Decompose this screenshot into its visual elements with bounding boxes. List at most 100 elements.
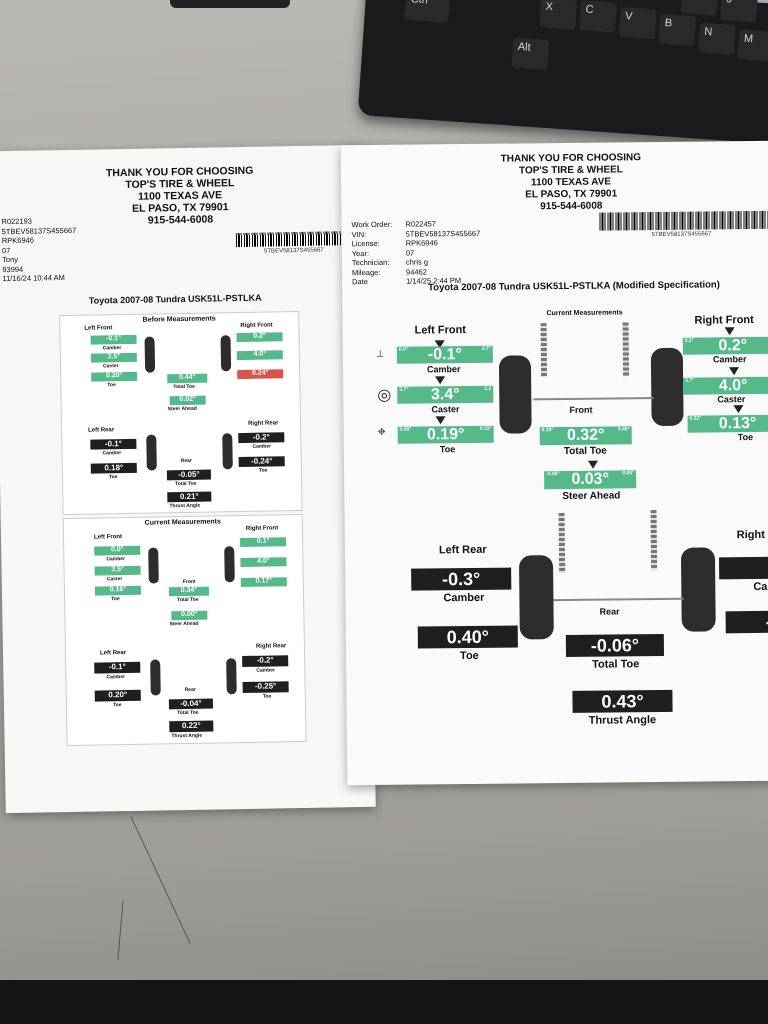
camber-label: Camber	[252, 443, 272, 450]
barcode	[235, 231, 346, 248]
info-label: Technician:	[351, 257, 390, 268]
current-measurements-panel: Current Measurements Left Front Right Fr…	[62, 513, 307, 747]
right-front-label: Right Front	[694, 314, 754, 327]
lf-camber-reading: -0.1°	[427, 346, 462, 364]
thrust-angle-label: Thrust Angle	[169, 502, 201, 510]
key-ctrl: Ctrl	[404, 0, 451, 23]
front-right-wheel	[220, 335, 232, 372]
rear-label: Rear	[180, 457, 192, 465]
rf-toe-value: 0.17°	[240, 577, 287, 588]
camber-label: Camber	[106, 556, 126, 563]
info-label: Work Order:	[351, 219, 393, 230]
toe-label: Toe	[108, 474, 118, 481]
vehicle-title: Toyota 2007-08 Tundra USK51L-PSTLKA (Mod…	[428, 279, 720, 294]
front-right-wheel	[224, 546, 235, 583]
key-m: M	[737, 29, 768, 62]
front-total-toe-max: 0.40°	[617, 426, 630, 433]
steer-ahead-value: 0.00°	[171, 610, 208, 621]
lf-toe-min: 0.00°	[399, 426, 412, 433]
rr-camber-value: -0.2°	[242, 655, 289, 668]
key-b: B	[658, 13, 697, 47]
thrust-angle-value: 0.21°	[167, 491, 212, 503]
camber-label: Camber	[106, 674, 126, 681]
front-right-wheel	[650, 347, 684, 427]
lf-toe-reading: 0.19°	[426, 426, 465, 444]
rr-toe-value: -0	[725, 610, 768, 634]
rf-caster-value: 4.0°	[236, 350, 283, 361]
rf-caster-value: 3.7° 4.0°	[683, 376, 768, 395]
date: 11/16/24 10:44 AM	[2, 273, 65, 284]
right-rear-label: Right Rear	[247, 420, 279, 427]
rf-caster-min: 3.7°	[685, 377, 695, 384]
steer-ahead-min: -0.05°	[546, 471, 560, 478]
left-rear-label: Left Rear	[88, 427, 115, 434]
lf-toe-value: 0.00° 0.19° 0.33°	[397, 425, 494, 444]
front-axle	[533, 397, 654, 401]
left-rear-label: Left Rear	[438, 543, 487, 557]
key-n: N	[697, 22, 736, 55]
info-label: Date	[352, 277, 368, 287]
info-label: License:	[351, 238, 380, 249]
work-order-info: R022193 5TBEV58137S455667 RPK6946 07 Ton…	[1, 216, 77, 284]
key-v: V	[618, 6, 657, 40]
caster-tire-icon: ◎	[377, 386, 392, 404]
rear-left-wheel	[150, 659, 161, 696]
key-c: C	[579, 0, 618, 33]
key-alt: Alt	[511, 37, 550, 70]
barcode-number: 5TBEV58137S455667	[263, 247, 324, 255]
rf-caster-reading: 4.0°	[718, 377, 748, 395]
rr-camber-value: -0.2°	[238, 432, 285, 444]
lf-toe-value: 0.16°	[94, 585, 142, 596]
right-front-label: Right Front	[240, 322, 273, 330]
thrust-angle-value: 0.43°	[572, 689, 673, 713]
camber-label: Camber	[102, 345, 122, 352]
front-total-toe-value: 0.34°	[168, 586, 210, 597]
toe-label: Toe	[107, 382, 116, 389]
lr-toe-value: 0.18°	[90, 462, 137, 474]
caster-label: Caster	[106, 576, 123, 583]
left-front-label: Left Front	[414, 324, 466, 337]
front-left-strut	[540, 323, 548, 378]
rear-axle	[553, 597, 684, 602]
down-arrow-icon	[724, 327, 735, 336]
floor-scratch	[130, 816, 191, 944]
thrust-angle-label: Thrust Angle	[171, 732, 203, 740]
lf-camber-value: 0.0°	[94, 545, 141, 556]
lf-caster-value: 3.7° 3.4° 2.2	[397, 385, 494, 404]
down-arrow-icon	[729, 367, 740, 376]
thrust-angle-label: Thrust Angle	[588, 714, 657, 727]
steer-ahead-reading: 0.03°	[571, 470, 610, 488]
alignment-printout-right: THANK YOU FOR CHOOSING TOP'S TIRE & WHEE…	[340, 140, 768, 786]
vin: 5TBEV58137S455667	[405, 228, 481, 239]
alignment-printout-left: THANK YOU FOR CHOOSING TOP'S TIRE & WHEE…	[0, 144, 376, 814]
caster-label: Caster	[102, 363, 119, 370]
info-label: Year:	[351, 248, 370, 258]
steer-ahead-label: Steer Ahead	[169, 620, 199, 628]
rear-label: Rear	[184, 686, 196, 694]
caster-label: Caster	[717, 394, 746, 405]
camber-label: Camber	[712, 354, 747, 365]
shop-header: THANK YOU FOR CHOOSING TOP'S TIRE & WHEE…	[481, 152, 662, 214]
lf-caster-min: 3.7°	[399, 386, 409, 393]
lr-toe-value: 0.20°	[94, 689, 141, 702]
toe-icon: ⛖	[377, 426, 386, 438]
front-label: Front	[569, 404, 593, 415]
rf-toe-value: 0.22° 0.13°	[687, 414, 768, 433]
key-h: H	[680, 0, 719, 16]
steer-ahead-label: Steer Ahead	[167, 405, 197, 413]
shop-header: THANK YOU FOR CHOOSING TOP'S TIRE & WHEE…	[95, 165, 266, 228]
lf-caster-max: 2.2	[484, 385, 492, 392]
rr-toe-value: -0.24°	[238, 456, 285, 468]
rf-camber-value: 0.2°	[236, 332, 283, 343]
lr-camber-value: -0.1°	[90, 438, 137, 450]
camber-gauge-icon: ⟂	[376, 348, 384, 360]
lr-toe-value: 0.40°	[417, 625, 518, 649]
right-front-label: Right Front	[245, 525, 279, 532]
toe-label: Toe	[262, 693, 272, 700]
front-right-strut	[622, 322, 630, 377]
rf-camber-reading: 0.2°	[718, 337, 748, 355]
header-line: 915-544-6008	[147, 213, 214, 227]
camber-label: Camber	[443, 591, 485, 605]
info-label: Mileage:	[351, 267, 381, 277]
steer-ahead-label: Steer Ahead	[562, 490, 621, 503]
